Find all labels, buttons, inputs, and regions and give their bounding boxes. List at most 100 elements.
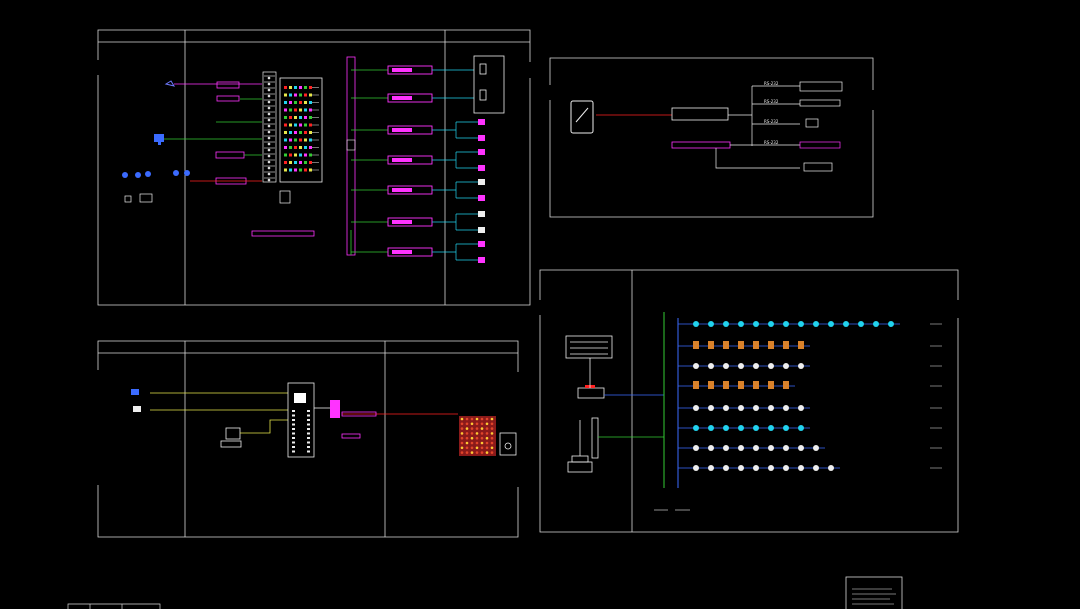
rack-led [289, 86, 292, 89]
switch-port-block [392, 250, 412, 254]
rack-led [299, 131, 302, 134]
tablet-icon [570, 100, 594, 134]
matrix-port [292, 432, 295, 435]
light-bulb-icon [753, 445, 759, 451]
rack-led [284, 138, 287, 142]
light-bulb-icon [738, 363, 744, 369]
led-pixel [475, 432, 479, 435]
light-fixture-rows [678, 321, 942, 471]
patch-port-dot [267, 178, 271, 182]
light-bulb-icon [768, 405, 774, 411]
patch-panel [262, 71, 277, 183]
camera-icon [122, 170, 190, 178]
light-bulb-icon [738, 405, 744, 411]
patch-port-dot [267, 100, 271, 104]
switch-port-block [392, 158, 412, 162]
light-panel-icon [768, 381, 774, 389]
network-rack [279, 77, 323, 183]
light-bulb-icon [768, 465, 774, 471]
light-panel-icon [693, 381, 699, 389]
patch-port-dot [267, 76, 271, 80]
rack-led [299, 168, 302, 172]
rs232-label-4: RS-232 [764, 140, 779, 145]
rack-led [294, 101, 297, 104]
rack-led [299, 93, 302, 97]
patch-port-dot [267, 88, 271, 92]
rack-led [294, 116, 297, 119]
rack-led [289, 153, 292, 157]
led-pixel [460, 441, 464, 445]
patch-port-dot [267, 142, 271, 146]
panel-control-system: RS-232 RS-232 RS-232 RS-232 [549, 57, 874, 218]
rack-led [284, 131, 287, 134]
rack-led [309, 93, 312, 97]
led-pixel [480, 417, 484, 421]
light-panel-icon [768, 341, 774, 349]
light-bulb-icon [843, 321, 849, 327]
led-pixel [485, 432, 489, 435]
rack-led [284, 116, 287, 119]
led-pixel [480, 446, 484, 450]
patch-port-dot [267, 136, 271, 140]
light-bulb-icon [708, 363, 714, 369]
light-bulb-icon [783, 363, 789, 369]
light-panel-icon [738, 381, 744, 389]
rack-led [289, 93, 292, 97]
led-pixel [470, 422, 474, 426]
rack-led [284, 146, 287, 149]
led-pixel [485, 441, 489, 445]
led-pixel [475, 417, 479, 421]
switch-port-block [392, 96, 412, 100]
rack-led [289, 108, 292, 112]
matrix-port [292, 450, 295, 453]
rack-led [309, 123, 312, 127]
led-pixel [460, 446, 464, 450]
endpoint-icon [478, 195, 485, 201]
rack-led [304, 153, 307, 157]
patch-port-dot [267, 94, 271, 98]
rack-led [299, 123, 302, 127]
led-pixel [475, 446, 479, 450]
legend-bar [251, 230, 315, 237]
patch-port-dot [267, 172, 271, 176]
panel-lighting-system [539, 269, 959, 533]
rack-led [309, 116, 312, 119]
light-bulb-icon [723, 445, 729, 451]
endpoint-icon [478, 179, 485, 185]
patch-port-dot [267, 82, 271, 86]
rack-led [294, 123, 297, 127]
led-pixel [465, 446, 469, 450]
matrix-port [307, 446, 310, 448]
light-bulb-icon [708, 445, 714, 451]
light-bulb-icon [723, 363, 729, 369]
router-icon [216, 81, 240, 102]
light-panel-icon [738, 341, 744, 349]
led-pixel [460, 427, 464, 430]
rs232-label-1: RS-232 [764, 81, 779, 86]
led-pixel [485, 427, 489, 430]
matrix-port [292, 423, 295, 426]
led-pixel [470, 436, 474, 440]
rack-led [294, 131, 297, 134]
led-pixel [470, 417, 474, 421]
rack-led [309, 138, 312, 142]
rack-led [309, 168, 312, 172]
light-bulb-icon [798, 405, 804, 411]
printer-icon [124, 193, 153, 203]
light-bulb-icon [813, 465, 819, 471]
rack-led [299, 108, 302, 112]
led-pixel [490, 417, 494, 421]
light-bulb-icon [783, 321, 789, 327]
light-panel-icon [708, 381, 714, 389]
panel-network-system [97, 29, 531, 306]
light-bulb-icon [783, 405, 789, 411]
led-pixel [475, 427, 479, 430]
rack-led [304, 123, 307, 127]
rack-led [294, 161, 297, 164]
matrix-port [307, 441, 310, 444]
light-bulb-icon [738, 321, 744, 327]
server-icon [565, 335, 613, 359]
light-bulb-icon [693, 425, 699, 431]
led-pixel [465, 432, 469, 435]
rack-led [284, 86, 287, 89]
